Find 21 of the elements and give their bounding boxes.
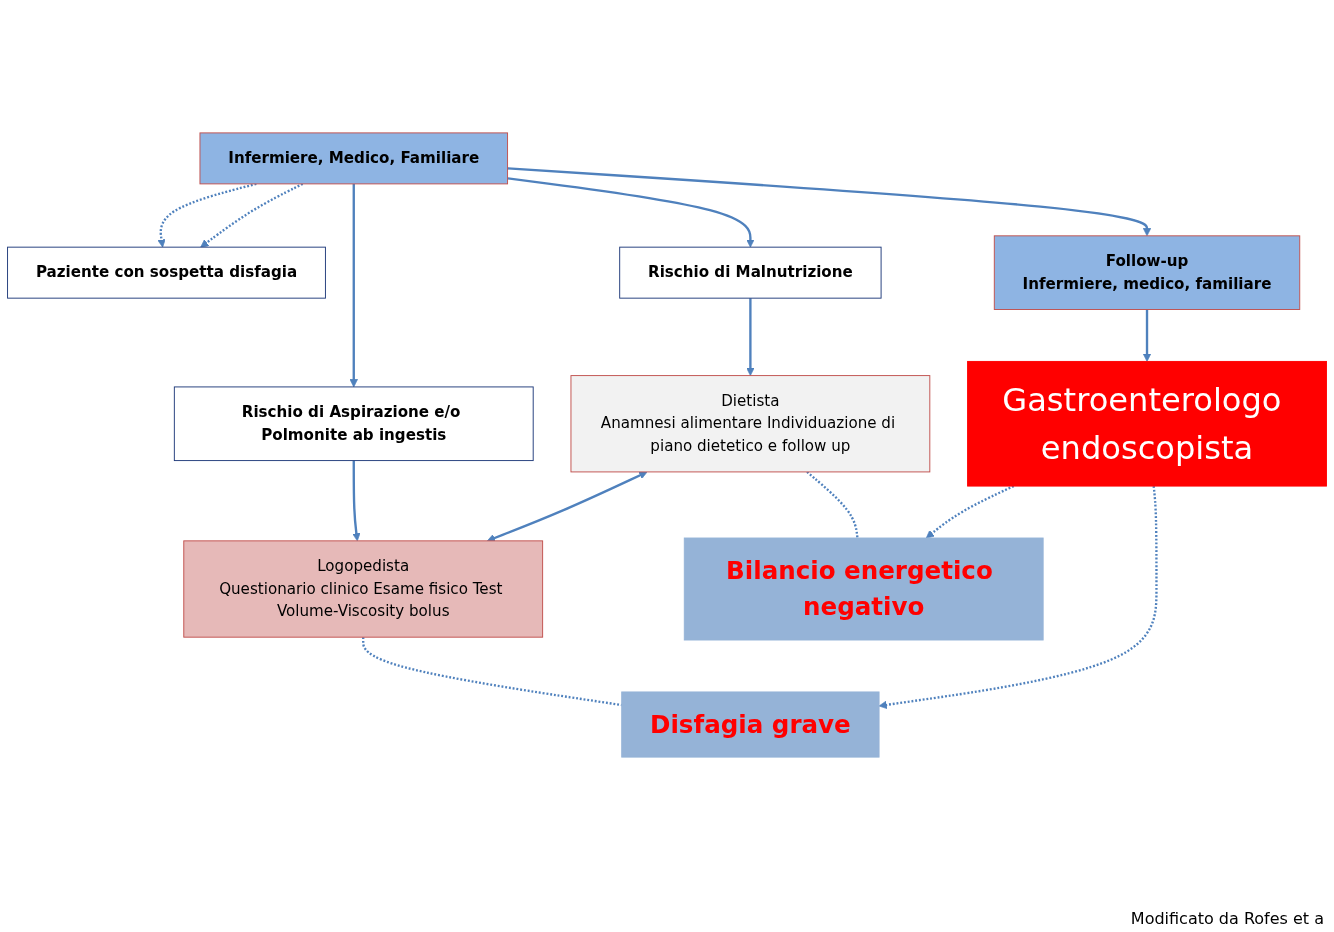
node-box: Bilancio energetico negativo [683, 537, 1044, 641]
node-box: Follow-up Infermiere, medico, familiare [993, 235, 1301, 310]
arrow [1142, 309, 1152, 362]
arrow [746, 298, 755, 376]
source-note: Modificato da Rofes et a [1130, 909, 1324, 928]
node-box: Disfagia grave [621, 691, 880, 758]
node-box: Rischio di Aspirazione e/o Polmonite ab ingestis [173, 386, 534, 462]
arrow [486, 471, 648, 542]
node-box: Infermiere, Medico, Familiare [199, 132, 509, 185]
node-box: Rischio di Malnutrizione [619, 246, 882, 299]
arrow [200, 182, 304, 248]
arrow [507, 167, 1152, 237]
arrow [507, 177, 755, 248]
node-box: Dietista Anamnesi alimentare Individuazione di piano dietetico e follow up [570, 375, 931, 473]
arrow [352, 460, 361, 542]
node-box: Logopedista Questionario clinico Esame fisico Test Volume-Viscosity bolus [183, 540, 544, 638]
node-box: Gastroenterologo endoscopista [967, 360, 1327, 487]
node-box: Paziente con sospetta disfagia [7, 246, 326, 299]
arrow [349, 183, 358, 388]
arrow [878, 485, 1158, 709]
connector [806, 471, 859, 539]
